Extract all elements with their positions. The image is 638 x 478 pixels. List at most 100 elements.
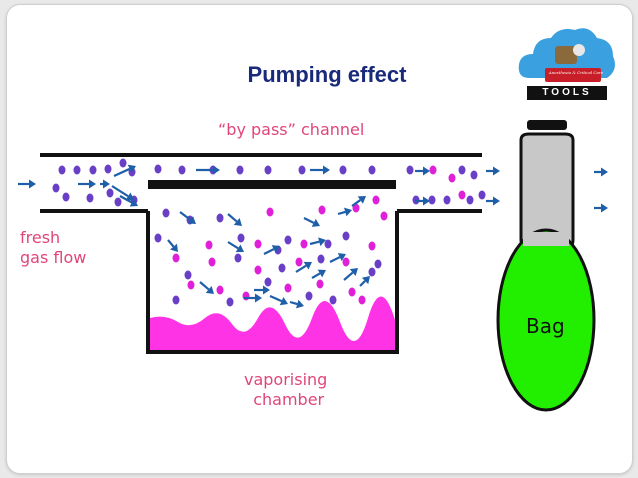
flow-arrow	[311, 269, 326, 279]
chamber-baffle	[148, 180, 396, 189]
gas-molecule	[172, 295, 180, 305]
flow-arrow	[594, 167, 608, 177]
gas-molecule	[429, 165, 437, 175]
flow-arrow	[167, 239, 178, 252]
flow-arrow	[337, 207, 352, 217]
bag-label: Bag	[526, 314, 565, 338]
gas-molecule	[154, 164, 162, 174]
gas-molecule	[348, 287, 356, 297]
tools-logo	[518, 28, 615, 82]
gas-molecule	[406, 165, 414, 175]
flow-arrow	[119, 195, 138, 207]
gas-molecule	[342, 231, 350, 241]
flow-arrow	[227, 241, 244, 253]
flow-arrow	[329, 253, 346, 263]
gas-molecule	[236, 165, 244, 175]
gas-molecule	[478, 190, 486, 200]
flow-arrow	[254, 285, 270, 295]
gas-molecule	[119, 158, 127, 168]
gas-molecule	[284, 235, 292, 245]
gas-molecule	[339, 165, 347, 175]
gas-molecule	[226, 297, 234, 307]
gas-molecule	[104, 164, 112, 174]
flow-arrow	[199, 281, 214, 294]
gas-molecule	[234, 253, 242, 263]
gas-molecule	[374, 259, 382, 269]
logo-small-text: Anesthesia & Critical Care	[548, 70, 604, 75]
flow-arrow	[295, 261, 312, 273]
gas-molecule	[300, 239, 308, 249]
gas-molecule	[178, 165, 186, 175]
bag-cap	[527, 120, 567, 130]
liquid-anesthetic	[150, 296, 395, 350]
gas-molecule	[278, 263, 286, 273]
gas-molecule	[329, 295, 337, 305]
vaporising-chamber-label: vaporising chamber	[244, 370, 327, 410]
gas-molecule	[242, 291, 250, 301]
fresh-gas-line-1: fresh	[20, 228, 61, 247]
flow-arrow	[244, 293, 262, 303]
gas-molecule	[342, 257, 350, 267]
gas-molecule	[458, 165, 466, 175]
flow-arrow	[18, 179, 36, 189]
flow-arrow	[289, 299, 304, 309]
flow-arrow	[309, 237, 326, 247]
gas-molecule	[466, 195, 474, 205]
gas-molecule	[162, 208, 170, 218]
gas-molecule	[458, 190, 466, 200]
flow-arrow	[310, 165, 330, 175]
gas-molecule	[52, 183, 60, 193]
gas-molecule	[380, 211, 388, 221]
flow-arrow	[343, 268, 358, 281]
gas-molecule	[305, 291, 313, 301]
gas-molecule	[470, 170, 478, 180]
gas-molecule	[264, 277, 272, 287]
gas-molecule	[254, 265, 262, 275]
gas-molecule	[448, 173, 456, 183]
flow-arrow	[594, 203, 608, 213]
gas-molecule	[106, 188, 114, 198]
gas-molecule	[114, 197, 122, 207]
logo-tools-text: TOOLS	[527, 86, 607, 100]
gas-molecule	[298, 165, 306, 175]
gas-molecule	[172, 253, 180, 263]
gas-molecule	[428, 195, 436, 205]
vapor-line-1: vaporising	[244, 370, 328, 389]
vapor-line-2: chamber	[253, 390, 325, 409]
gas-molecule	[368, 241, 376, 251]
flow-arrow	[179, 211, 196, 224]
flow-arrow	[78, 179, 96, 189]
flow-arrow	[303, 217, 320, 227]
flow-arrow	[486, 166, 500, 176]
flow-arrow	[415, 166, 430, 176]
gas-molecule	[372, 195, 380, 205]
bypass-channel-label: “by pass” channel	[218, 120, 365, 139]
gas-molecule	[352, 203, 360, 213]
gas-molecule	[73, 165, 81, 175]
flow-arrow	[111, 185, 134, 201]
gas-molecule	[368, 267, 376, 277]
flow-arrow	[227, 213, 242, 226]
gas-molecule	[443, 195, 451, 205]
gas-molecule	[318, 205, 326, 215]
gas-molecule	[316, 279, 324, 289]
flow-arrow	[113, 164, 136, 178]
gas-molecule	[264, 165, 272, 175]
gas-molecule	[284, 283, 292, 293]
gas-molecule	[324, 239, 332, 249]
flow-arrow	[415, 196, 430, 206]
gas-molecule	[58, 165, 66, 175]
gas-molecule	[154, 233, 162, 243]
gas-molecule	[368, 165, 376, 175]
gas-molecule	[86, 193, 94, 203]
gas-molecule	[216, 213, 224, 223]
gas-molecule	[89, 165, 97, 175]
gas-molecule	[266, 207, 274, 217]
gas-molecule	[187, 280, 195, 290]
fresh-gas-flow-label: fresh gas flow	[20, 228, 86, 268]
flow-arrow	[351, 196, 366, 207]
gas-molecule	[254, 239, 262, 249]
gas-molecule	[208, 257, 216, 267]
gas-molecule	[62, 192, 70, 202]
